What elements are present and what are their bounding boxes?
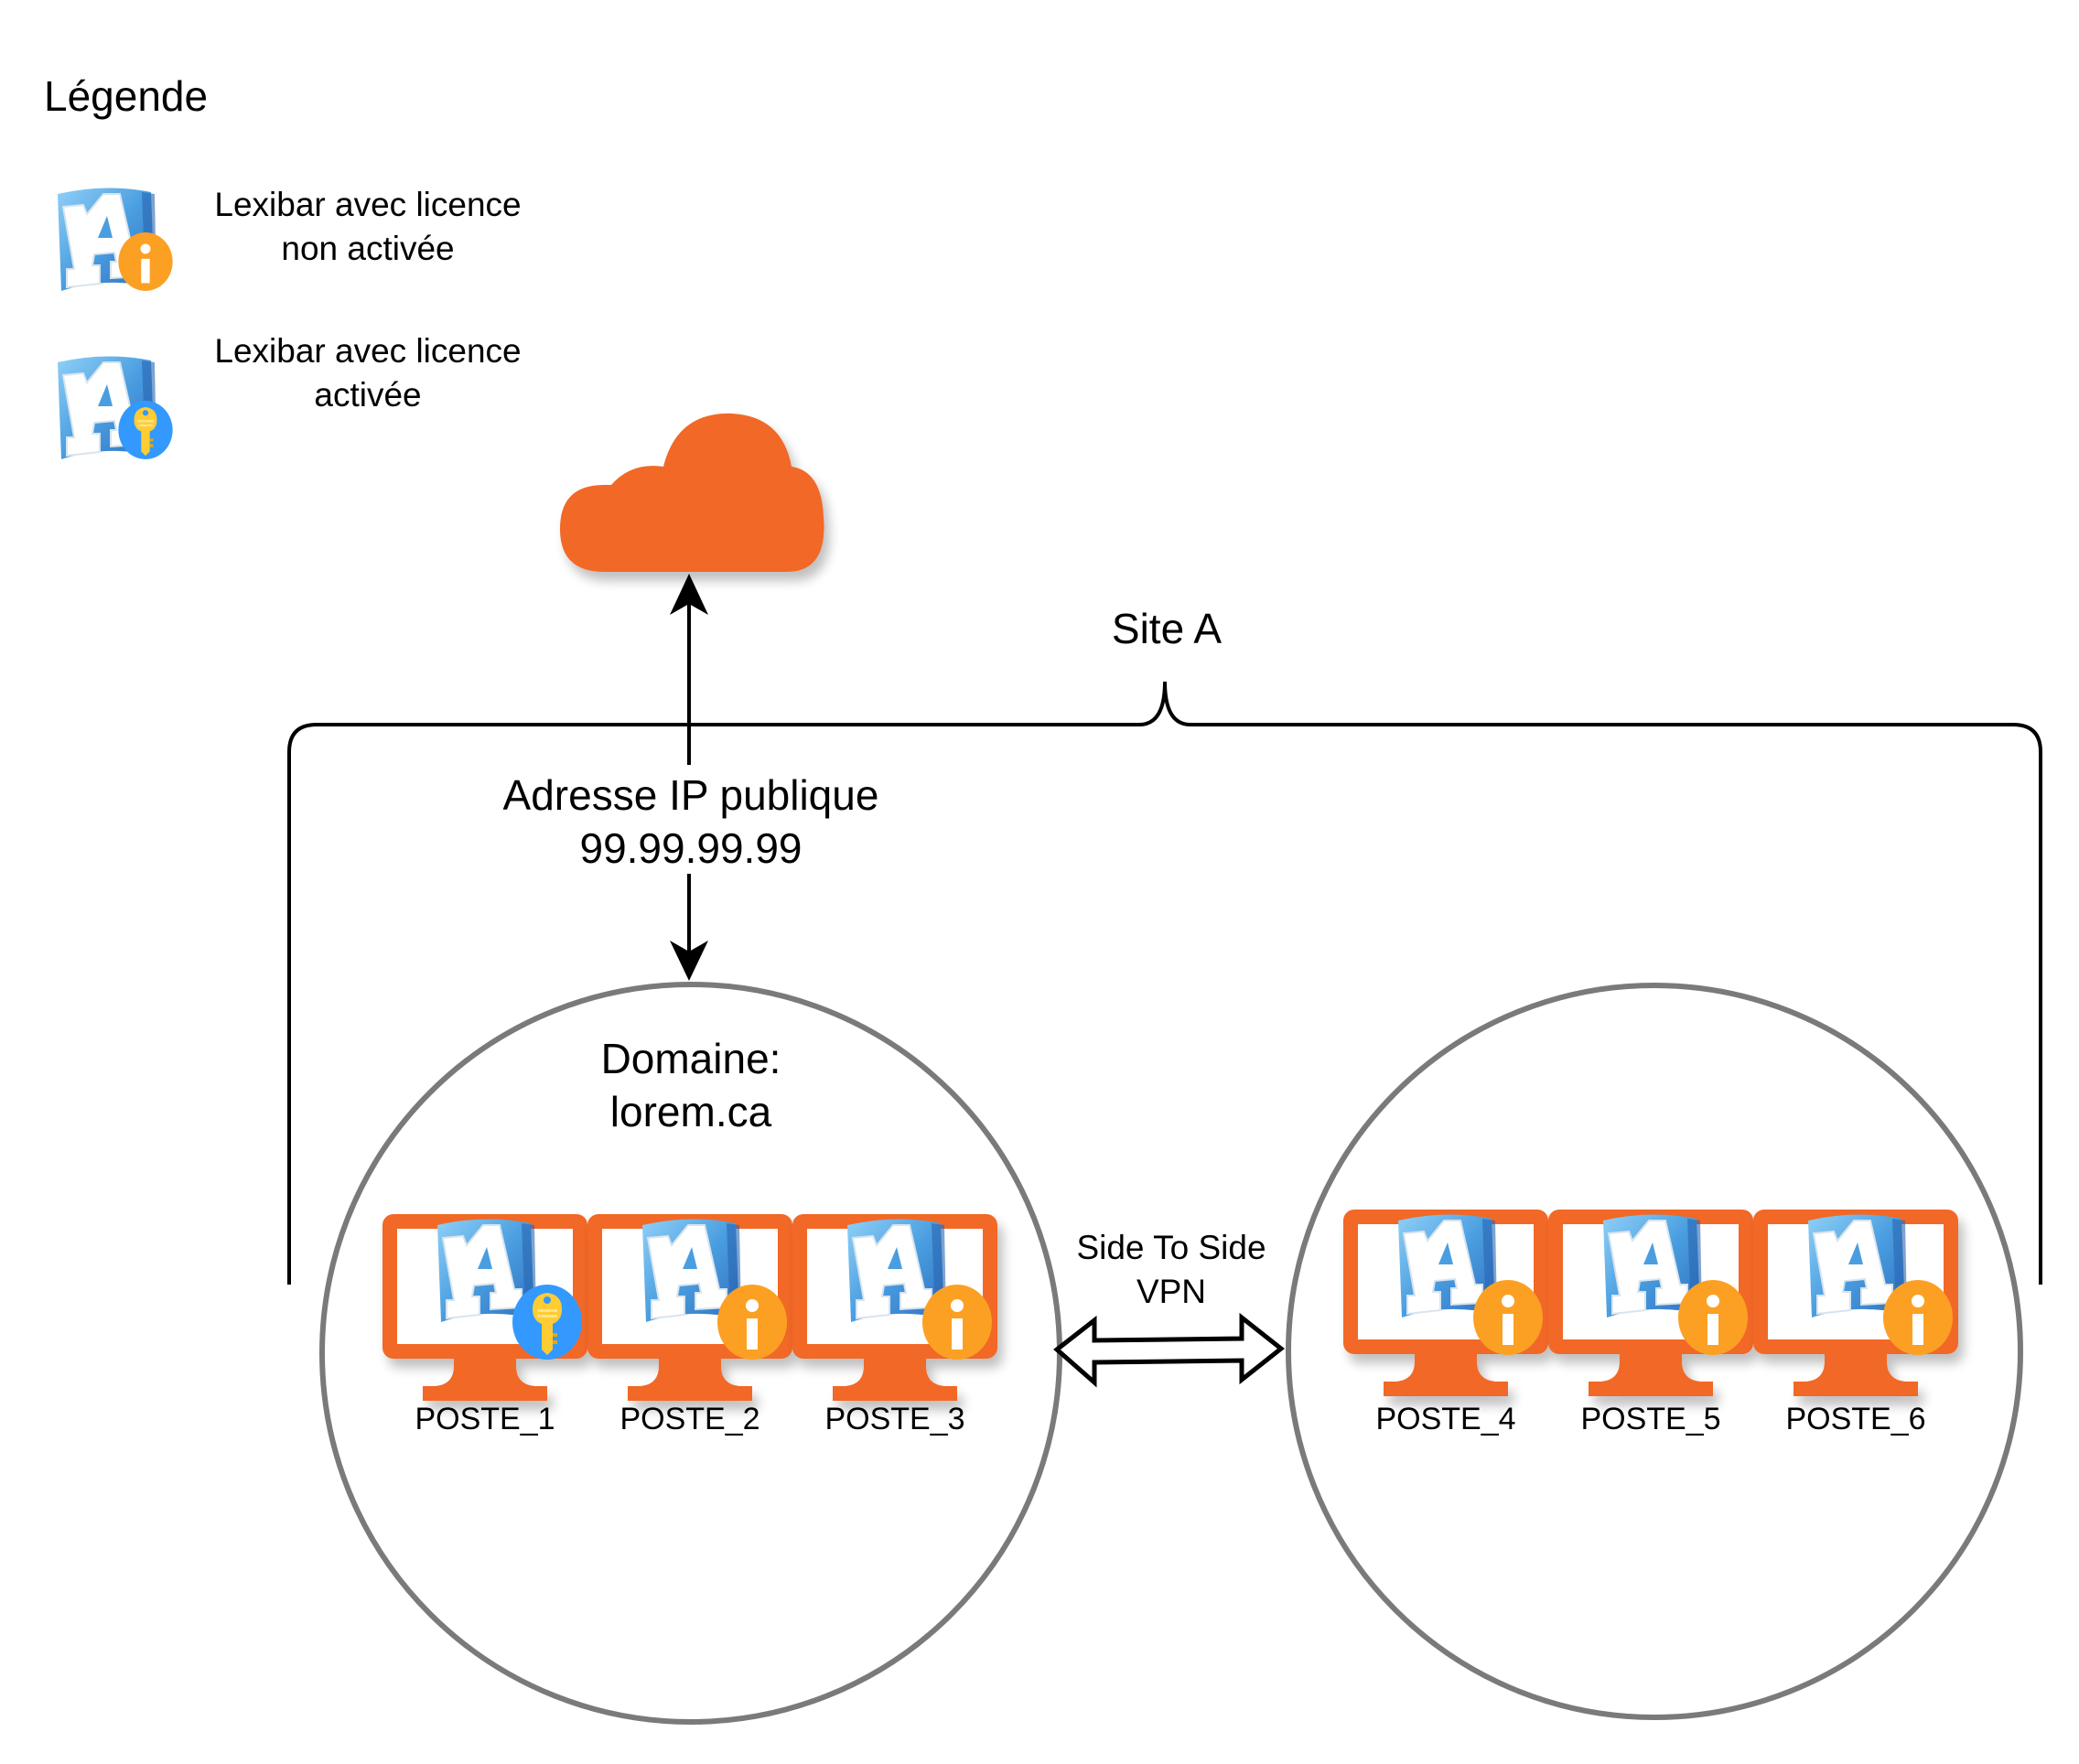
public-ip-address: 99.99.99.99 [579,824,803,872]
legend-item-line2: activée [314,376,422,414]
vpn-label: Side To Side VPN [1034,1226,1309,1314]
info-badge-icon [717,1285,787,1360]
legend-lexibar-key-icon [57,355,173,460]
domain-name: lorem.ca [609,1088,772,1135]
public-ip-title: Adresse IP publique [502,771,879,819]
vpn-line2: VPN [1136,1273,1207,1310]
remote-site-circle [1286,983,2023,1720]
workstation-poste-3 [792,1214,997,1401]
domain-title: Domaine: [600,1035,781,1082]
info-badge-icon [922,1285,992,1360]
workstation-label: POSTE_1 [415,1402,555,1436]
public-ip-label: Adresse IP publique 99.99.99.99 [458,769,924,875]
arrow-down-icon [670,941,708,981]
arrow-up-icon [670,574,708,615]
workstation-label: POSTE_5 [1580,1402,1721,1436]
cloud-icon [560,413,824,572]
site-label: Site A [1111,605,1223,652]
legend-lexibar-info-icon [57,187,173,292]
info-badge-icon [1473,1280,1543,1355]
workstation-label: POSTE_4 [1375,1402,1516,1436]
vpn-line1: Side To Side [1076,1229,1266,1266]
info-badge-icon [1883,1280,1953,1355]
legend-item-activated: Lexibar avec licence activée [194,329,542,417]
domain-label: Domaine: lorem.ca [512,1032,869,1138]
legend-item-not-activated: Lexibar avec licence non activée [194,183,542,271]
info-badge-icon [1678,1280,1748,1355]
workstation-poste-2 [587,1214,792,1401]
legend-title: Légende [44,72,209,120]
workstation-poste-4 [1343,1210,1548,1396]
legend-item-line1: Lexibar avec licence [214,332,522,370]
workstation-poste-5 [1548,1210,1753,1396]
key-badge-icon [512,1285,582,1360]
site-bracket [287,681,2042,1285]
vpn-double-arrow [1053,1312,1286,1388]
workstation-label: POSTE_2 [619,1402,760,1436]
workstation-label: POSTE_6 [1785,1402,1926,1436]
workstation-poste-1 [382,1214,587,1401]
workstation-poste-6 [1753,1210,1958,1396]
legend-item-line1: Lexibar avec licence [214,186,522,223]
workstation-label: POSTE_3 [824,1402,965,1436]
legend-item-line2: non activée [281,230,455,267]
